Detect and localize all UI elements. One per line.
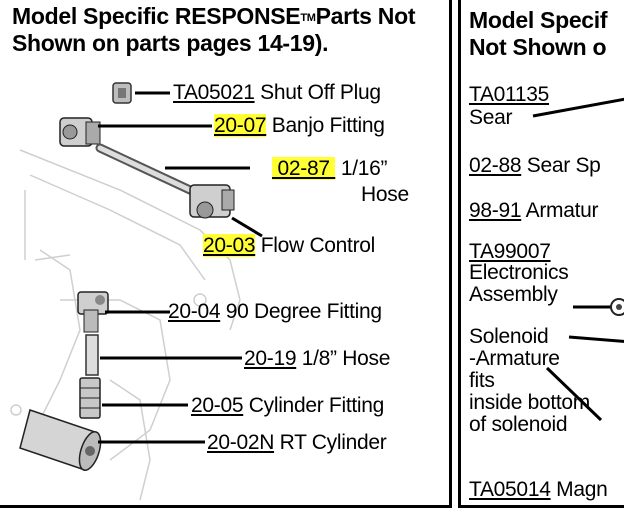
shut-off-plug-icon <box>112 82 132 104</box>
part-label-flow-control: 20-03 Flow Control <box>203 234 376 257</box>
right-label-solenoid-note: -Armature fits inside bottom of solenoid <box>469 347 591 436</box>
right-parts-panel: Model Specif Not Shown o TA01135 Sear 02… <box>458 0 624 508</box>
right-label-armature: 98-91 Armatur <box>469 199 599 222</box>
right-part-number-electronics: TA99007 <box>469 240 551 263</box>
right-label-sear: Sear <box>469 106 513 129</box>
ninety-degree-fitting-icon <box>77 291 109 333</box>
cylinder-fitting-icon <box>79 377 101 419</box>
right-title: Model Specif Not Shown o <box>469 7 608 60</box>
right-label-electronics-assembly: Electronics Assembly <box>469 261 569 306</box>
flow-control-icon <box>189 184 235 219</box>
left-parts-panel: Model Specific RESPONSETMParts Not Shown… <box>0 0 452 508</box>
right-label-magnet: TA05014 Magn <box>469 478 608 501</box>
part-label-cylinder-fitting: 20-05 Cylinder Fitting <box>191 394 385 417</box>
right-label-sear-spring: 02-88 Sear Sp <box>469 154 601 177</box>
parts-illustration <box>10 82 263 501</box>
banjo-fitting-icon <box>59 117 101 147</box>
part-label-hose-line2: Hose <box>361 183 409 206</box>
left-title: Model Specific RESPONSETMParts Not Shown… <box>12 3 416 56</box>
small-hose-icon <box>85 334 99 376</box>
right-label-solenoid: Solenoid <box>469 325 549 348</box>
part-label-90-degree-fitting: 20-04 90 Degree Fitting <box>168 300 382 323</box>
electronics-assembly-icon <box>610 298 624 316</box>
right-leader-lines <box>532 97 624 422</box>
part-label-banjo-fitting: 20-07 Banjo Fitting <box>214 114 385 137</box>
part-label-rt-cylinder: 20-02N RT Cylinder <box>207 431 387 454</box>
rt-cylinder-icon <box>19 409 102 471</box>
right-part-number-sear: TA01135 <box>469 83 550 106</box>
part-label-shut-off-plug: TA05021 Shut Off Plug <box>173 81 381 104</box>
leader-lines <box>98 91 263 444</box>
part-label-hose: 02-87 1/16” <box>272 157 388 180</box>
part-label-hose-1-8: 20-19 1/8” Hose <box>244 347 391 370</box>
